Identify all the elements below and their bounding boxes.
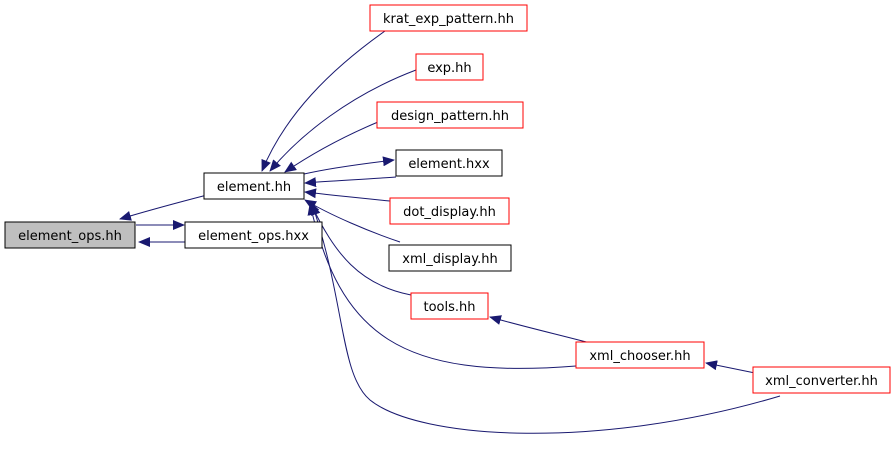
node-label: xml_chooser.hh [589,349,690,364]
node-dot-display-hh[interactable]: dot_display.hh [389,197,510,225]
node-label: element.hxx [408,157,490,172]
node-label: exp.hh [427,61,471,76]
edge-tools-to-element [309,201,412,296]
node-label: tools.hh [424,300,476,315]
edges [119,30,781,434]
edge-element-to-element-ops [119,194,208,221]
node-exp-hh[interactable]: exp.hh [415,53,484,81]
node-label: design_pattern.hh [391,109,509,124]
node-element-ops-hh[interactable]: element_ops.hh [4,221,136,249]
edge-krat-exp-pattern-to-element [261,30,386,172]
node-label: krat_exp_pattern.hh [383,12,514,27]
nodes: element_ops.hh element_ops.hxx element.h… [4,4,891,394]
node-label: element_ops.hxx [198,229,309,244]
node-krat-exp-pattern-hh[interactable]: krat_exp_pattern.hh [369,4,528,32]
node-label: element.hh [217,180,291,195]
node-element-hh[interactable]: element.hh [203,172,305,200]
edge-element-to-element-hxx [303,156,395,175]
edge-xml-converter-to-element [310,203,781,434]
node-xml-display-hh[interactable]: xml_display.hh [388,244,512,272]
edge-dot-display-to-element [304,188,391,202]
node-tools-hh[interactable]: tools.hh [410,292,489,320]
node-design-pattern-hh[interactable]: design_pattern.hh [376,101,524,129]
node-label: dot_display.hh [403,205,496,220]
edge-design-pattern-to-element [284,121,379,173]
edge-xml-chooser-to-tools [489,315,591,344]
node-label: xml_converter.hh [765,374,878,389]
edge-element-hxx-to-element [304,176,397,188]
node-element-ops-hxx[interactable]: element_ops.hxx [184,221,323,249]
edge-xml-converter-to-xml-chooser [705,360,756,374]
node-element-hxx[interactable]: element.hxx [395,149,503,177]
node-xml-converter-hh[interactable]: xml_converter.hh [752,366,891,394]
node-label: element_ops.hh [18,229,122,244]
edge-exp-to-element [269,69,417,172]
edge-xml-chooser-to-element [307,203,577,369]
node-label: xml_display.hh [402,252,497,267]
node-xml-chooser-hh[interactable]: xml_chooser.hh [575,341,705,369]
